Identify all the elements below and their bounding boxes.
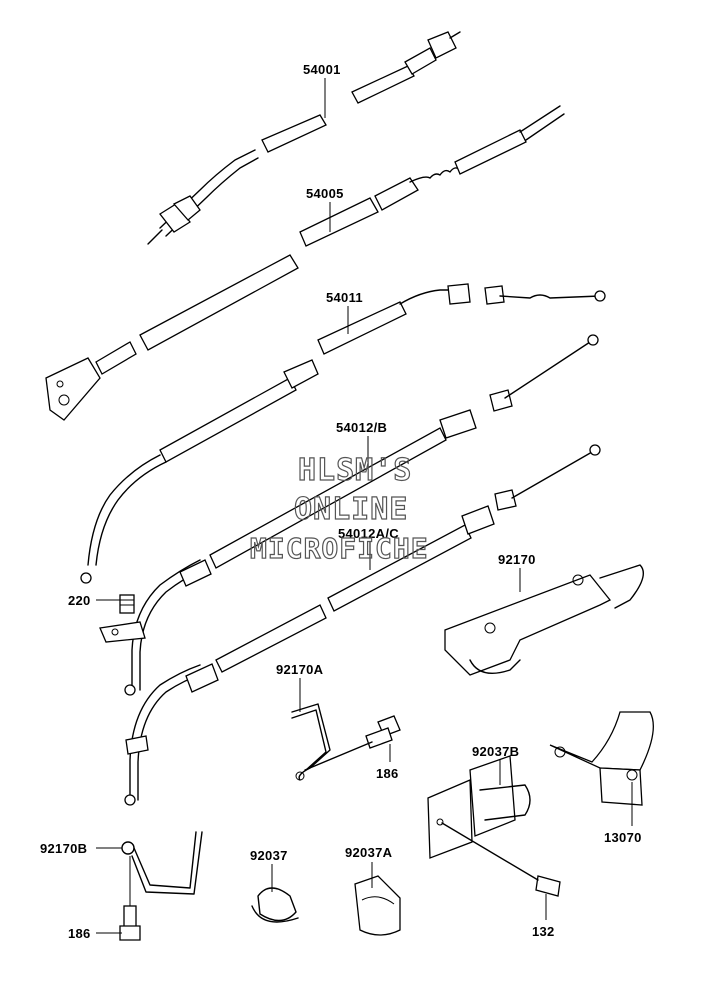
label-132: 132 — [532, 924, 555, 939]
cable-54012ac — [124, 444, 601, 806]
bolt-186-lower — [119, 905, 141, 941]
cable-54011 — [80, 283, 606, 584]
label-92170a: 92170A — [276, 662, 324, 677]
bracket-92037b — [427, 755, 531, 859]
clamp-92037 — [251, 887, 299, 923]
label-54012ac: 54012A/C — [338, 526, 399, 541]
label-186-upper: 186 — [376, 766, 399, 781]
watermark: HLSM'S ONLINE MICROFICHE — [249, 452, 429, 565]
bracket-92170 — [444, 564, 644, 676]
label-54012b: 54012/B — [336, 420, 387, 435]
cable-54005 — [45, 105, 565, 421]
label-54001: 54001 — [303, 62, 341, 77]
label-92037a: 92037A — [345, 845, 393, 860]
screw-220 — [119, 594, 135, 614]
clamp-92170b — [121, 831, 203, 895]
watermark-line-3: MICROFICHE — [250, 532, 429, 565]
clamp-92170a — [291, 703, 331, 781]
label-186-lower: 186 — [68, 926, 91, 941]
cable-54012b — [99, 334, 599, 696]
bolt-132 — [441, 822, 561, 897]
clamp-92037a — [354, 875, 401, 936]
label-54005: 54005 — [306, 186, 344, 201]
label-220: 220 — [68, 593, 91, 608]
label-54011: 54011 — [326, 290, 363, 305]
label-92170b: 92170B — [40, 841, 87, 856]
label-13070: 13070 — [604, 830, 642, 845]
watermark-line-2: ONLINE — [294, 492, 408, 527]
label-92037b: 92037B — [472, 744, 519, 759]
watermark-line-1: HLSM'S — [298, 453, 412, 488]
cable-54001 — [147, 31, 461, 245]
label-92037: 92037 — [250, 848, 288, 863]
guard-13070 — [549, 711, 654, 806]
label-92170: 92170 — [498, 552, 536, 567]
leader-lines — [96, 78, 633, 934]
bolt-186-upper — [304, 715, 401, 771]
